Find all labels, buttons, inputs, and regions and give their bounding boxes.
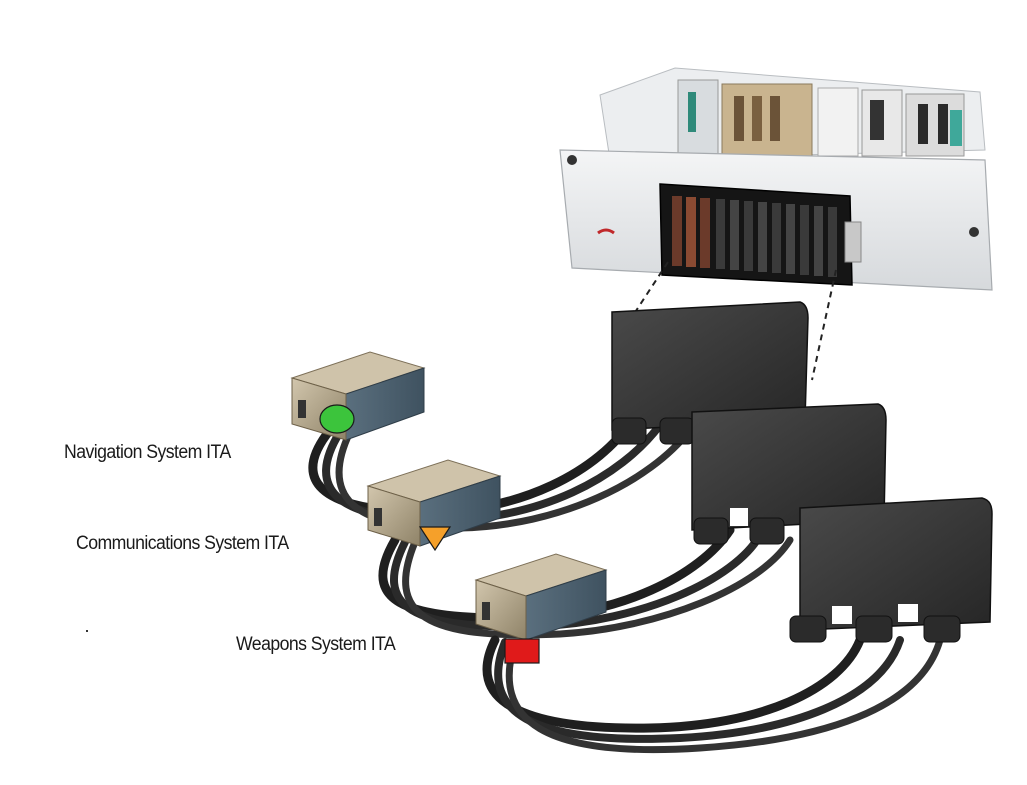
- navigation-status-circle-icon: [319, 404, 355, 434]
- connector-hood-1: [611, 301, 809, 445]
- communications-system-label: Communications System ITA: [76, 533, 289, 554]
- weapons-system-label: Weapons System ITA: [236, 634, 396, 655]
- navigation-system-label: Navigation System ITA: [64, 442, 231, 463]
- connector-hood-2: [691, 403, 887, 545]
- stray-dot: [86, 630, 88, 632]
- communications-status-triangle-icon: [418, 526, 452, 552]
- weapons-ita-box: [474, 553, 608, 641]
- connector-hood-3: [789, 497, 993, 643]
- chassis-modules: [677, 79, 965, 157]
- pxi-chassis: [559, 67, 993, 291]
- navigation-ita-box: [290, 351, 426, 441]
- weapons-status-square-icon: [504, 638, 540, 664]
- mass-interconnect-receiver: [659, 183, 862, 286]
